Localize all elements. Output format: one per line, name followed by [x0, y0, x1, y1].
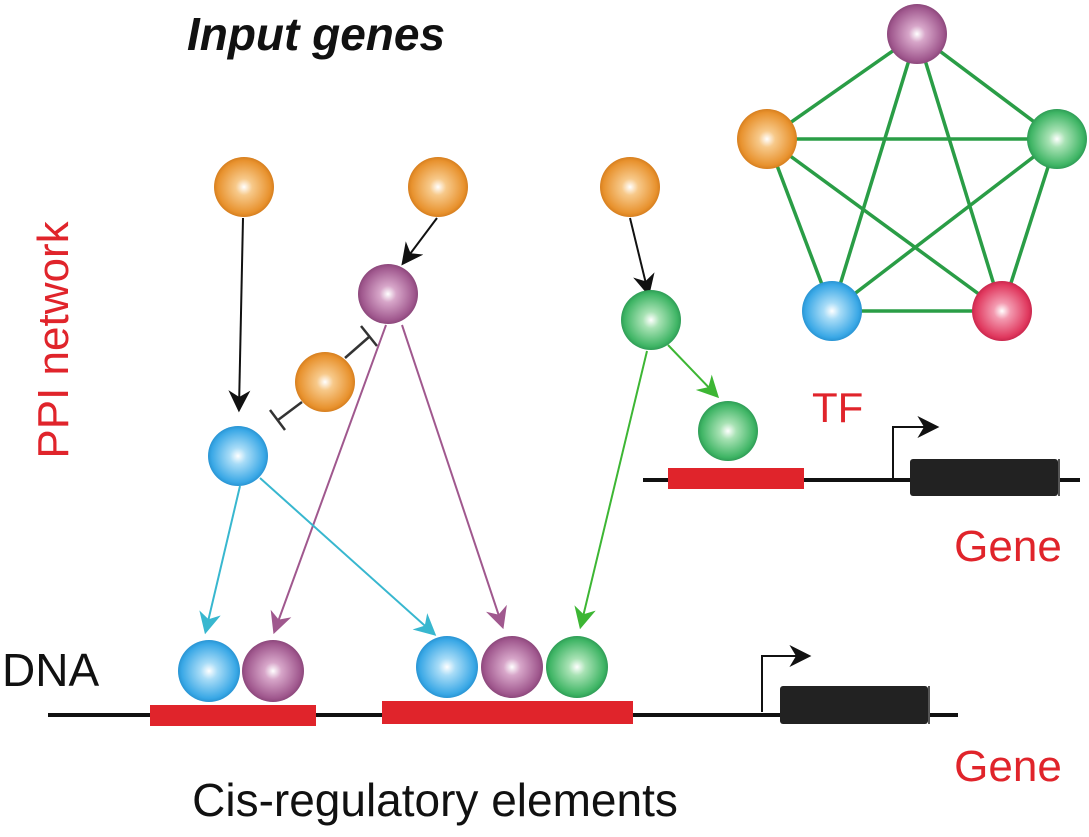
network-node-pink — [972, 281, 1032, 341]
lower-gene-track — [48, 645, 958, 726]
arrow-blue-to-dna-blue-right — [259, 477, 437, 636]
tf-label: TF — [812, 384, 863, 431]
bound-blue-right — [416, 636, 478, 698]
lower-tss-arrow — [761, 645, 812, 712]
bound-blue-left — [178, 640, 240, 702]
network-edge — [830, 33, 919, 312]
network-edge — [765, 32, 919, 141]
complete-network — [737, 4, 1087, 341]
node-purple — [358, 264, 418, 324]
signaling-arrows — [199, 217, 720, 636]
arrow-green-to-tf — [667, 344, 720, 399]
input-gene-orange-3 — [600, 157, 660, 217]
cis-regulatory-label: Cis-regulatory elements — [192, 774, 678, 826]
network-node-green — [1027, 109, 1087, 169]
network-node-blue — [802, 281, 862, 341]
network-node-purple — [887, 4, 947, 64]
input-gene-orange-2 — [408, 157, 468, 217]
upper-cis-element — [668, 468, 804, 489]
network-edge — [830, 137, 1059, 313]
network-edge — [765, 137, 1004, 313]
node-orange-inhibitor — [295, 352, 355, 412]
arrow-purple-to-dna-purple-right — [401, 324, 507, 630]
dna-label: DNA — [2, 644, 99, 696]
arrow-purple-to-dna-purple-left — [270, 324, 387, 635]
network-edges — [765, 32, 1059, 313]
node-green — [621, 290, 681, 350]
network-edge — [915, 33, 1004, 312]
gene-label-lower: Gene — [954, 742, 1062, 791]
signaling-nodes — [208, 157, 758, 486]
lower-gene-block — [780, 686, 928, 724]
arrow-blue-to-dna-blue-left — [199, 485, 241, 635]
bound-purple-left — [242, 640, 304, 702]
bound-factors — [178, 636, 608, 702]
lower-cis-element-right — [382, 701, 633, 724]
network-edge — [1000, 138, 1059, 312]
arrow-orange3-to-green — [629, 217, 655, 297]
inhibition-orange-blue — [269, 401, 303, 431]
arrow-green-to-dna-green — [574, 350, 648, 630]
upper-gene-track — [643, 416, 1080, 496]
network-node-orange — [737, 109, 797, 169]
input-gene-orange-1 — [214, 157, 274, 217]
gene-label-upper: Gene — [954, 522, 1062, 571]
arrow-orange1-to-blue — [228, 217, 251, 413]
input-genes-title: Input genes — [187, 8, 445, 60]
node-blue — [208, 426, 268, 486]
network-edge — [765, 138, 834, 312]
lower-cis-element-left — [150, 705, 316, 726]
bound-purple-right — [481, 636, 543, 698]
tf-node-green — [698, 401, 758, 461]
arrow-orange2-to-purple — [401, 217, 438, 266]
ppi-network-label: PPI network — [29, 220, 78, 458]
upper-gene-block — [910, 459, 1058, 496]
upper-tss-arrow — [892, 416, 940, 478]
inhibition-purple-orange — [344, 325, 378, 359]
bound-green-right — [546, 636, 608, 698]
